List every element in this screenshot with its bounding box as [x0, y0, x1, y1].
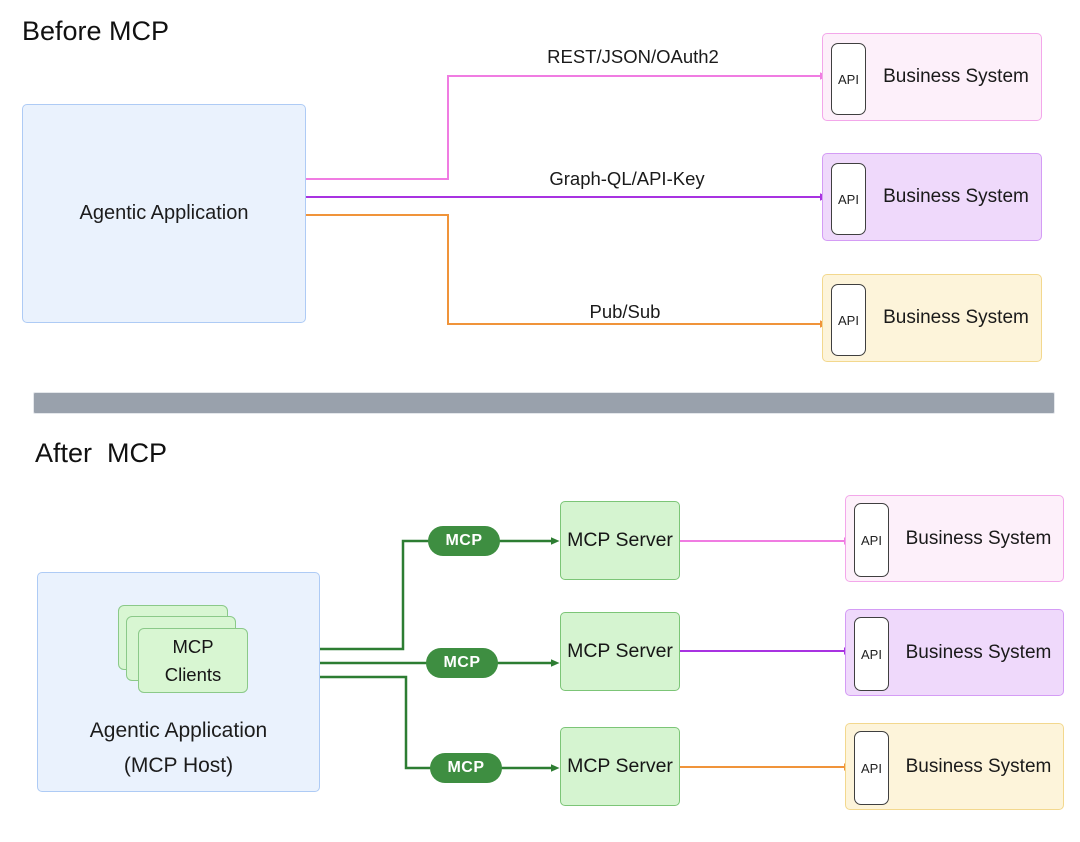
api-chip: API [854, 617, 889, 691]
protocol-label-rest: REST/JSON/OAuth2 [547, 46, 719, 67]
business-system-box: API Business System [845, 609, 1064, 696]
mcp-badge-label: MCP [445, 532, 483, 549]
business-system-label: Business System [905, 755, 1052, 777]
mcp-protocol-badge: MCP [426, 648, 498, 678]
business-system-box: API Business System [822, 153, 1042, 241]
mcp-protocol-badge: MCP [428, 526, 500, 556]
api-chip: API [831, 163, 866, 235]
mcp-server-box: MCP Server [560, 501, 680, 580]
mcp-host-label: Agentic Application [89, 719, 268, 742]
business-system-box: API Business System [822, 33, 1042, 121]
api-chip-label: API [861, 646, 882, 662]
api-chip: API [831, 284, 866, 356]
mcp-server-box: MCP Server [560, 727, 680, 806]
section-divider-bar [33, 392, 1055, 414]
business-system-label: Business System [883, 186, 1029, 207]
api-chip-label: API [838, 191, 859, 207]
wire-pubsub [306, 214, 829, 328]
api-chip: API [854, 731, 889, 805]
api-chip-label: API [861, 532, 882, 548]
before-section-title: Before MCP [22, 16, 170, 46]
api-chip: API [854, 503, 889, 577]
mcp-host-sublabel: (MCP Host) [123, 754, 234, 777]
mcp-clients-label-line1: MCP [172, 635, 214, 657]
api-chip-label: API [838, 71, 859, 87]
after-section-title: After MCP [35, 438, 168, 468]
business-system-box: API Business System [845, 723, 1064, 810]
mcp-server-label: MCP Server [567, 529, 673, 551]
api-chip-label: API [838, 312, 859, 328]
protocol-label-pubsub: Pub/Sub [589, 301, 661, 322]
mcp-badge-label: MCP [447, 759, 485, 776]
mcp-server-box: MCP Server [560, 612, 680, 691]
mcp-server-label: MCP Server [567, 755, 673, 777]
protocol-label-graphql: Graph-QL/API-Key [549, 168, 705, 189]
api-chip: API [831, 43, 866, 115]
mcp-protocol-badge: MCP [430, 753, 502, 783]
api-chip-label: API [861, 760, 882, 776]
business-system-label: Business System [883, 307, 1029, 328]
business-system-box: API Business System [845, 495, 1064, 582]
agentic-application-box: Agentic Application [22, 104, 306, 323]
business-system-box: API Business System [822, 274, 1042, 362]
business-system-label: Business System [883, 66, 1029, 87]
mcp-clients-label-line2: Clients [164, 663, 222, 685]
agentic-application-label: Agentic Application [79, 202, 249, 224]
mcp-server-label: MCP Server [567, 640, 673, 662]
business-system-label: Business System [905, 641, 1052, 663]
mcp-badge-label: MCP [443, 654, 481, 671]
mcp-clients-card: MCP Clients [138, 628, 248, 693]
business-system-label: Business System [905, 527, 1052, 549]
wire-rest-json-oauth2 [306, 72, 829, 180]
